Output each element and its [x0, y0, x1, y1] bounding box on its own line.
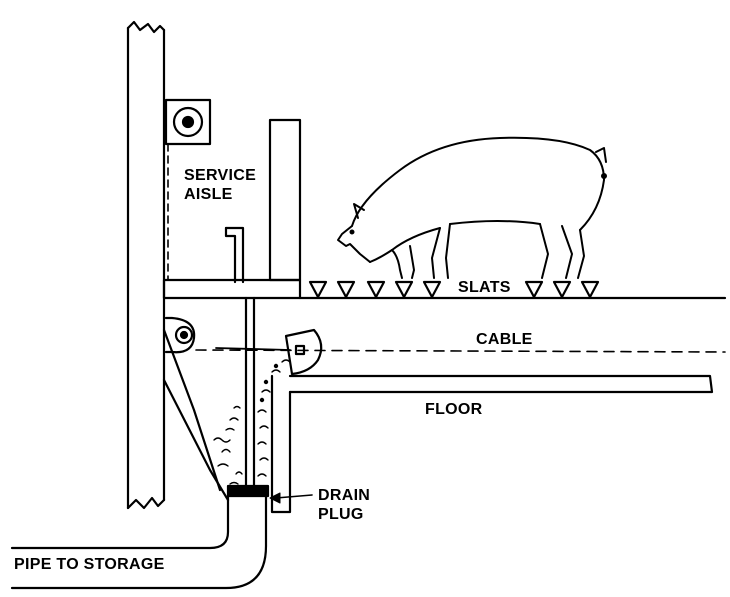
wall — [126, 20, 166, 510]
slats — [308, 280, 600, 299]
crank-handle — [224, 226, 245, 284]
drain-plug-label: DRAIN PLUG — [318, 486, 370, 524]
scraper-paddle — [215, 328, 323, 376]
floor-label: FLOOR — [425, 401, 483, 418]
slats-label: SLATS — [458, 279, 511, 296]
upper-pulley — [164, 98, 212, 281]
drain-plug-label-line1: DRAIN — [318, 487, 371, 504]
storage-pipe — [10, 494, 268, 590]
manure-fill — [213, 359, 291, 485]
drain-plug-label-line2: PLUG — [318, 506, 364, 523]
pig-drawing — [337, 136, 607, 279]
gutter-channel — [162, 296, 292, 514]
service-aisle-label-line1: SERVICE — [184, 167, 257, 184]
pipe-to-storage-label: PIPE TO STORAGE — [14, 556, 165, 573]
gutter-floor — [288, 374, 714, 394]
lower-pulley — [164, 316, 196, 354]
slat-floor — [162, 278, 727, 300]
cable-label: CABLE — [476, 331, 533, 348]
drain-leader — [269, 492, 313, 504]
service-aisle-label-line2: AISLE — [184, 186, 233, 203]
service-aisle-partition — [268, 118, 302, 282]
drain-plug — [226, 484, 270, 498]
service-aisle-label: SERVICE AISLE — [184, 166, 256, 204]
